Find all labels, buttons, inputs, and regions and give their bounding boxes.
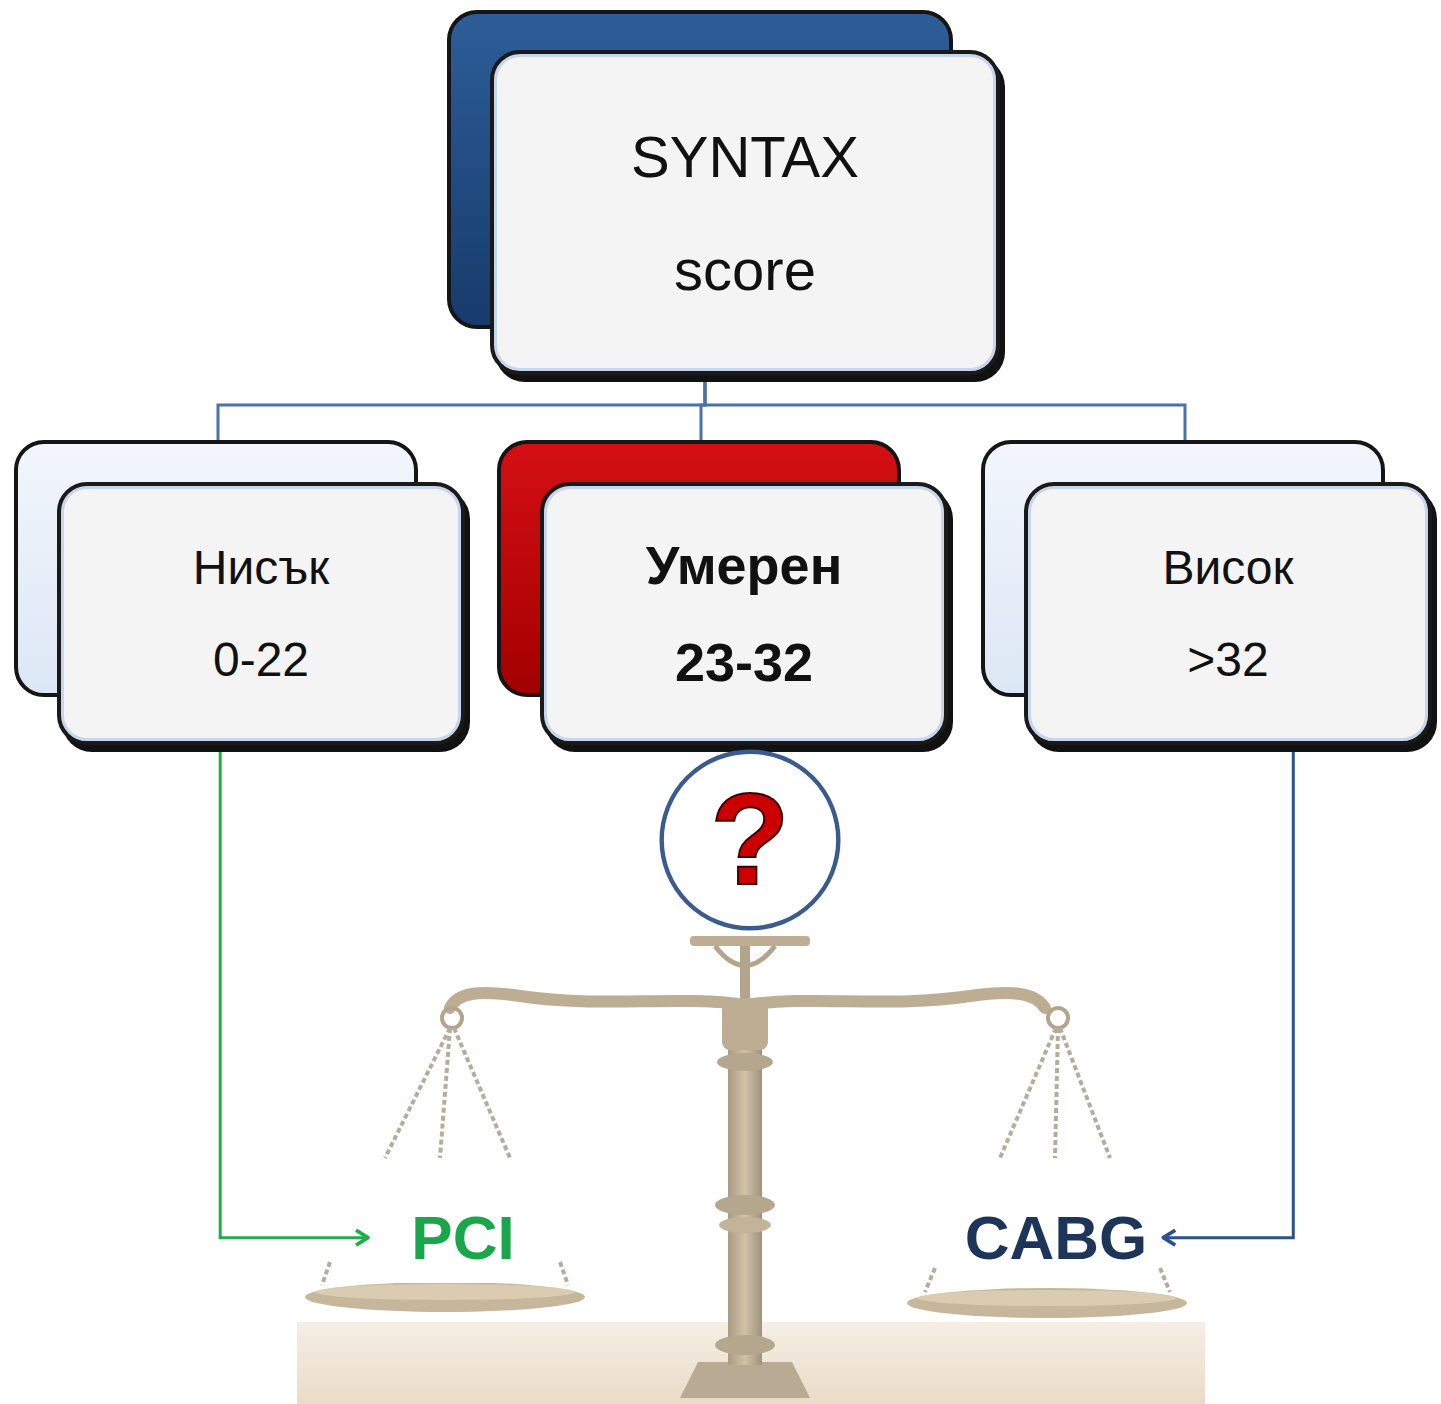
category-box: Умерен 23-32 <box>540 482 948 745</box>
text-stack: Висок >32 <box>1024 482 1432 745</box>
circle-shape <box>662 752 839 929</box>
category-box: Висок >32 <box>1024 482 1432 745</box>
box-label: CABG <box>965 1202 1148 1273</box>
box-label: ? <box>710 765 789 915</box>
box-label: Умерен <box>646 534 843 596</box>
text-stack: PCI <box>374 1192 552 1283</box>
category-box: Нисък 0-22 <box>57 482 465 745</box>
text-stack: CABG <box>955 1192 1158 1283</box>
text-stack: SYNTAX score <box>490 50 1000 375</box>
text-stack: Умерен 23-32 <box>540 482 948 745</box>
scale-figure <box>297 936 1205 1404</box>
card-face <box>57 482 465 745</box>
card-face <box>540 482 948 745</box>
box-label: Висок <box>1162 540 1293 595</box>
box-label: 0-22 <box>213 632 309 687</box>
card-face <box>490 50 1000 375</box>
box-label: 23-32 <box>675 631 813 693</box>
question-circle: ? <box>658 748 842 932</box>
box-label: SYNTAX score <box>595 100 895 326</box>
method-label: CABG <box>955 1192 1158 1283</box>
root-box: SYNTAX score <box>490 50 1000 375</box>
card-face <box>1024 482 1432 745</box>
connector-line <box>1163 745 1293 1238</box>
text-stack: Нисък 0-22 <box>57 482 465 745</box>
method-label: PCI <box>374 1192 552 1283</box>
box-label: Нисък <box>193 540 329 595</box>
box-label: PCI <box>411 1202 514 1273</box>
box-label: >32 <box>1187 632 1268 687</box>
text-stack: ? <box>658 748 842 932</box>
connector-line <box>220 745 368 1238</box>
